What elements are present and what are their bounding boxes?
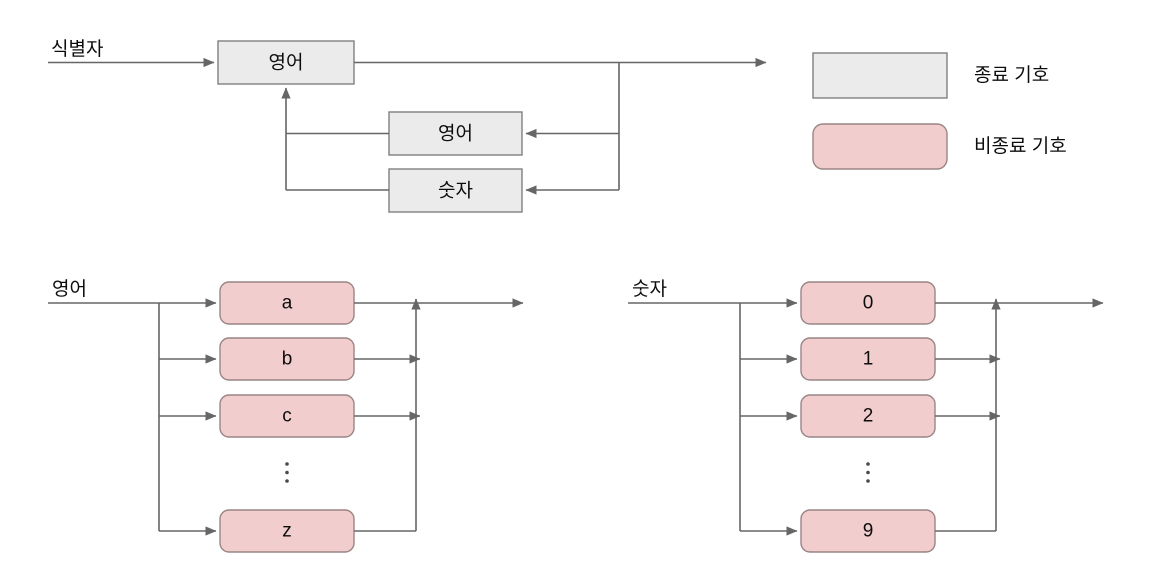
rule-alpha: 영어 a b c z [48, 278, 524, 553]
rule-digit: 숫자 0 1 2 9 [628, 278, 1104, 553]
legend-item-terminal: 종료 기호 [812, 52, 1049, 99]
legend-label-nonterminal: 비종료 기호 [974, 135, 1067, 157]
node-label-ident-loop-alpha: 영어 [438, 123, 473, 145]
node-label-alpha-z: z [282, 521, 292, 542]
node-label-alpha-a: a [282, 293, 293, 314]
rule-identifier: 식별자 영어 영어 숫자 [48, 38, 767, 213]
node-label-ident-loop-digit: 숫자 [438, 180, 473, 202]
ellipsis-digit [866, 462, 870, 483]
node-label-digit-0: 0 [863, 293, 874, 314]
node-box-ident-loop-digit[interactable] [388, 168, 523, 213]
node-label-ident-first: 영어 [269, 52, 304, 74]
node-label-digit-1: 1 [863, 349, 874, 370]
legend-swatch-nonterminal [812, 123, 948, 170]
rule-label-digit: 숫자 [632, 278, 667, 300]
ellipsis-alpha [285, 462, 289, 483]
node-label-alpha-c: c [282, 406, 292, 427]
legend-swatch-terminal [812, 52, 948, 99]
legend-label-terminal: 종료 기호 [974, 64, 1049, 86]
rule-label-identifier: 식별자 [51, 38, 103, 60]
node-label-alpha-b: b [282, 349, 293, 370]
node-label-digit-2: 2 [863, 406, 874, 427]
rule-label-alpha: 영어 [52, 278, 87, 300]
legend-item-nonterminal: 비종료 기호 [812, 123, 1067, 170]
legend: 종료 기호 비종료 기호 [812, 52, 1067, 170]
node-label-digit-9: 9 [863, 521, 874, 542]
